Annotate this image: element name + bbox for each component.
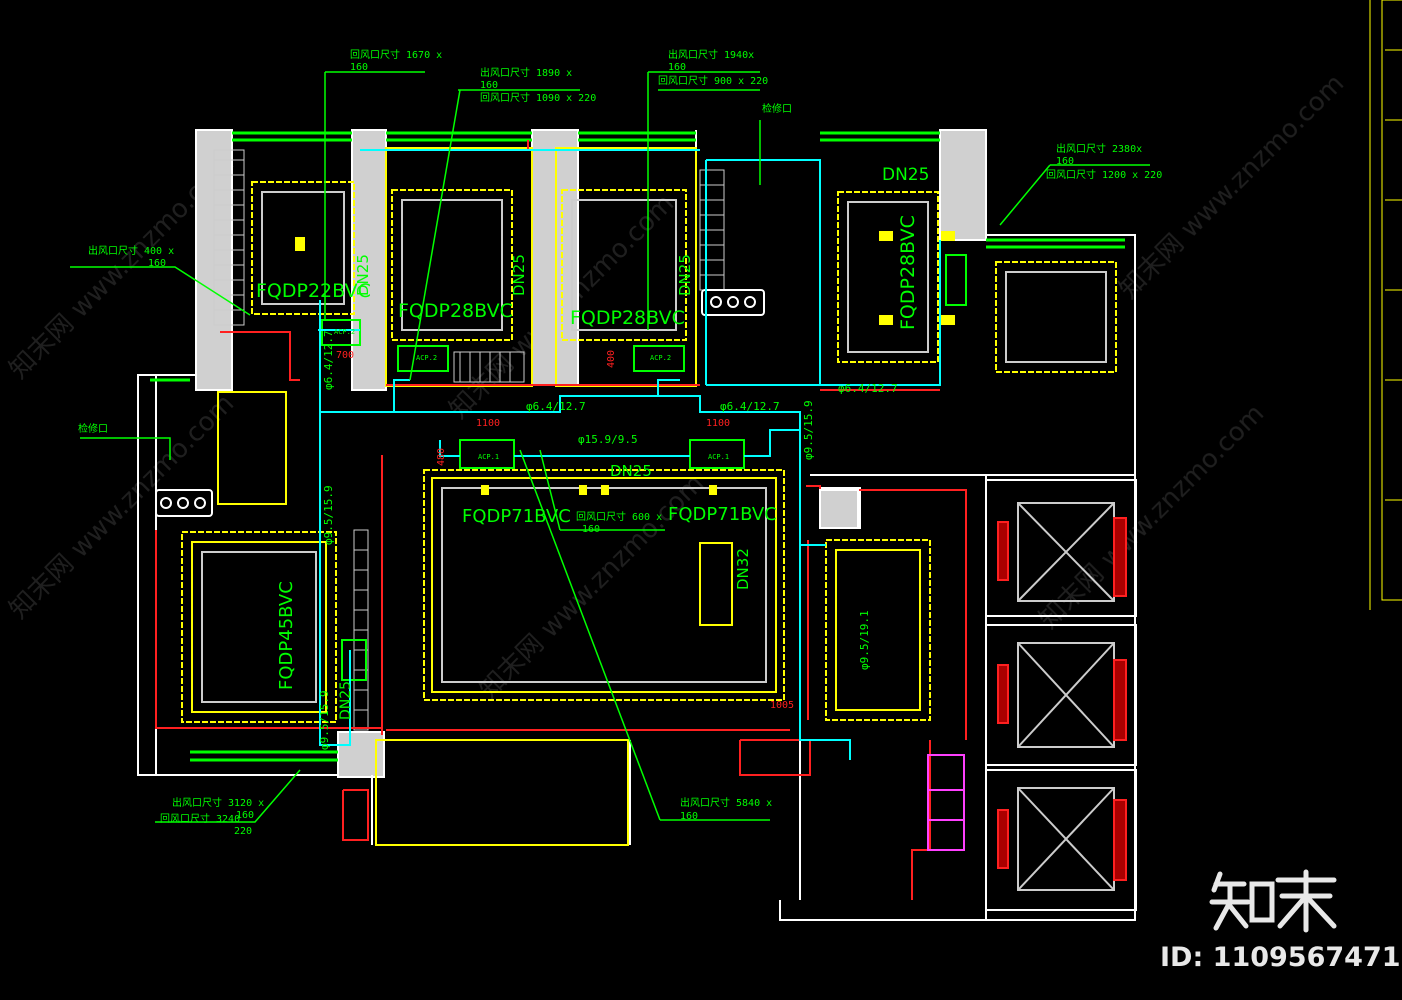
- note-10: 检修口: [762, 102, 792, 115]
- magenta-details: [927, 754, 965, 851]
- pipe-size-6: φ9.5/19.1: [858, 610, 871, 670]
- note-8a: 回风口尺寸 600 x: [576, 510, 662, 523]
- pipe-size-3: φ15.9/9.5: [578, 433, 638, 446]
- note-5b: 160: [148, 258, 166, 269]
- watermark-4: 知末网 www.znzmo.com: [1114, 69, 1350, 305]
- dims: 1100 1100 700 1005 400 480: [336, 350, 794, 711]
- pipe-label-6: DN32: [734, 548, 752, 590]
- pipe-size-2: φ6.4/12.7: [720, 400, 780, 413]
- acp-label-3: ACP.1: [708, 453, 729, 461]
- unit-label-7: FQDP45BVC: [276, 581, 297, 690]
- acp-label-1: ACP.2: [334, 328, 355, 336]
- note-1a: 回风口尺寸 1670 x: [350, 48, 442, 61]
- pipe-size-8: φ6.4/12.7: [322, 330, 335, 390]
- note-6c: 回风口尺寸 3240: [160, 812, 240, 825]
- unit-label-6: FQDP71BVC: [668, 504, 777, 525]
- piping: [318, 149, 941, 760]
- dim-4: 1005: [770, 700, 794, 711]
- note-4a: 出风口尺寸 2380x: [1056, 142, 1142, 155]
- pipe-label-3: DN25: [676, 254, 694, 296]
- tag-marks: [295, 231, 955, 495]
- unit-label-5: FQDP71BVC: [462, 506, 571, 527]
- unit-label-1: FQDP22BVC: [256, 280, 371, 302]
- note-5a: 出风口尺寸 400 x: [88, 244, 174, 257]
- pipe-size-1: φ6.4/12.7: [526, 400, 586, 413]
- pipe-label-4: DN25: [882, 165, 929, 185]
- title-block: [1369, 0, 1402, 610]
- unit-label-4: FQDP28BVC: [897, 215, 919, 330]
- pipe-sizes: φ6.4/12.7 φ6.4/12.7 φ15.9/9.5 φ9.5/15.9 …: [318, 330, 898, 750]
- ac-units: [321, 254, 967, 681]
- pipe-size-9: φ9.5/15.9: [318, 690, 331, 750]
- dim-2: 1100: [706, 418, 730, 429]
- acp-label-5: ACP.2: [650, 354, 671, 362]
- note-3a: 出风口尺寸 1940x: [668, 48, 754, 61]
- pipe-label-2: DN25: [510, 254, 528, 296]
- note-4b: 160: [1056, 156, 1074, 167]
- pipe-label-1: DN25: [354, 254, 372, 296]
- note-3b: 160: [668, 62, 686, 73]
- note-4c: 回风口尺寸 1200 x 220: [1046, 168, 1162, 181]
- pipe-size-5: φ6.4/12.7: [838, 382, 898, 395]
- unit-label-2: FQDP28BVC: [398, 300, 513, 322]
- windows: [150, 131, 1125, 762]
- pipe-label-7: DN25: [338, 681, 354, 720]
- elevators: [997, 502, 1127, 891]
- dim-1: 1100: [476, 418, 500, 429]
- brand-logo: [1209, 869, 1337, 933]
- acp-label-2: ACP.1: [478, 453, 499, 461]
- unit-label-3: FQDP28BVC: [570, 307, 685, 329]
- note-2b: 160: [480, 80, 498, 91]
- unit-labels: FQDP22BVC FQDP28BVC FQDP28BVC FQDP28BVC …: [256, 165, 929, 720]
- notes: 回风口尺寸 1670 x 160 出风口尺寸 1890 x 160 回风口尺寸 …: [78, 48, 1162, 837]
- dim-3: 700: [336, 350, 354, 361]
- dim-5: 400: [606, 350, 617, 368]
- note-2c: 回风口尺寸 1090 x 220: [480, 91, 596, 104]
- note-8b: 160: [582, 524, 600, 535]
- note-7a: 出风口尺寸 5840 x: [680, 796, 772, 809]
- dim-6: 480: [436, 448, 447, 466]
- pipe-size-4: φ9.5/15.9: [802, 400, 815, 460]
- note-3c: 回风口尺寸 900 x 220: [658, 74, 768, 87]
- note-9: 检修口: [78, 422, 108, 435]
- hatches: [213, 149, 725, 731]
- fixtures: [155, 289, 859, 529]
- leaders: [70, 71, 1150, 823]
- note-1b: 160: [350, 62, 368, 73]
- note-6a: 出风口尺寸 3120 x: [172, 796, 264, 809]
- note-6b: 160: [236, 810, 254, 821]
- acp-labels: ACP.2 ACP.1 ACP.1 ACP.2 ACP.2: [334, 328, 729, 461]
- pipe-label-5: DN25: [610, 462, 652, 480]
- note-2a: 出风口尺寸 1890 x: [480, 66, 572, 79]
- note-6d: 220: [234, 826, 252, 837]
- note-7b: 160: [680, 811, 698, 822]
- acp-label-4: ACP.2: [416, 354, 437, 362]
- red-walls: [155, 140, 967, 900]
- watermark-5: 知末网 www.znzmo.com: [1034, 399, 1270, 635]
- pipe-size-7: φ9.5/15.9: [322, 485, 335, 545]
- brand-id: ID: 1109567471: [1160, 942, 1401, 973]
